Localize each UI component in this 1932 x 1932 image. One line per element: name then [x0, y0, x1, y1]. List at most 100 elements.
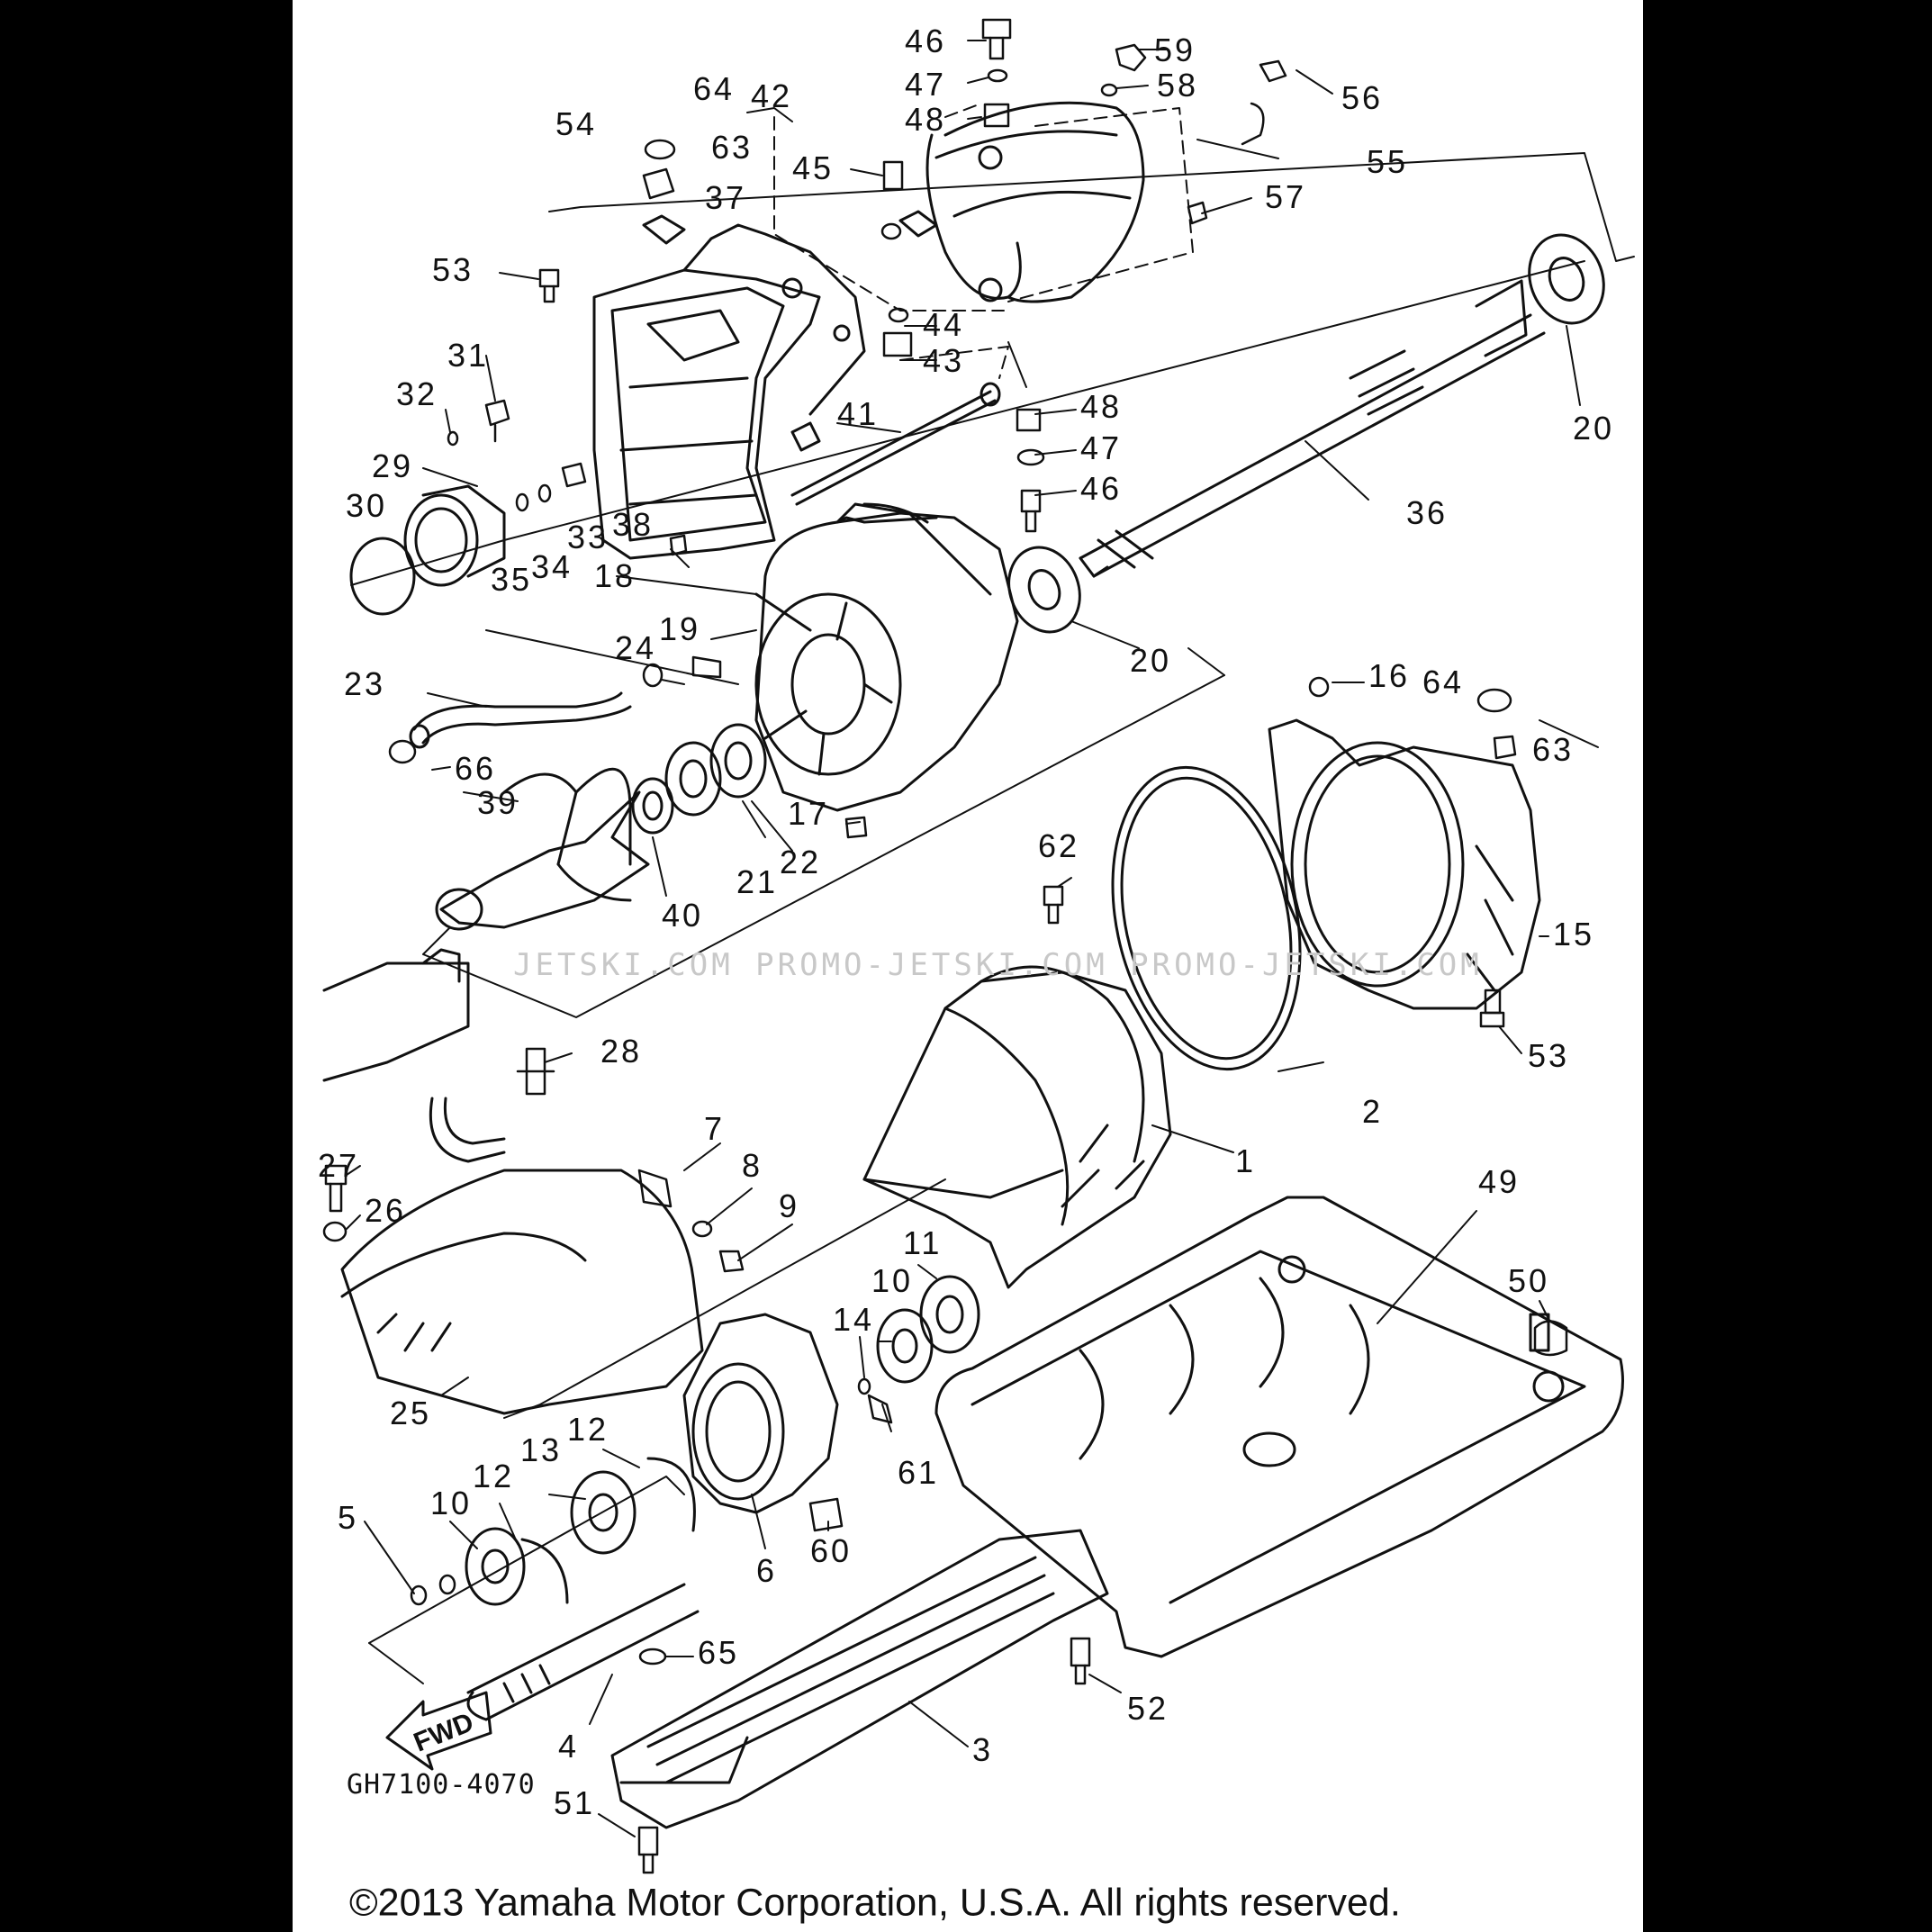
- lower-cover: [340, 1169, 704, 1415]
- callout-label: 27: [318, 1147, 360, 1184]
- callout-label: 10: [871, 1262, 914, 1299]
- callout-label: 34: [531, 548, 573, 585]
- callout-label: 7: [704, 1110, 726, 1147]
- callout-label: 49: [1478, 1163, 1521, 1200]
- callout-label: 8: [742, 1147, 763, 1184]
- callout-label: 16: [1368, 657, 1411, 694]
- inspection-cover: [349, 484, 506, 616]
- callout-label: 32: [396, 375, 438, 412]
- steering-nozzle: [898, 101, 1145, 303]
- callout-label: 51: [554, 1784, 596, 1821]
- callout-label: 35: [491, 561, 533, 598]
- impeller: [435, 767, 650, 931]
- callout-label: 63: [1532, 731, 1575, 768]
- intermediate-shaft: [466, 1583, 700, 1721]
- intake-duct: [1268, 718, 1541, 1010]
- fasteners: [322, 18, 1568, 1874]
- callout-label: 20: [1573, 410, 1615, 447]
- callout-label: 18: [594, 557, 636, 594]
- callout-label: 53: [432, 251, 474, 288]
- callout-label: 24: [615, 629, 657, 666]
- callout-label: 65: [698, 1634, 740, 1671]
- callout-label: 44: [923, 306, 965, 343]
- bearing-13: [570, 1470, 636, 1555]
- callout-label: 48: [905, 101, 947, 138]
- callout-label: 62: [1038, 827, 1080, 864]
- bearing-10-left: [465, 1527, 526, 1606]
- callout-label: 60: [810, 1532, 853, 1569]
- callout-label: 2: [1362, 1093, 1384, 1130]
- callout-label: 47: [1080, 429, 1123, 466]
- callout-label: 63: [711, 129, 754, 166]
- tie-rod: [790, 382, 1001, 506]
- callout-label: 40: [662, 897, 704, 934]
- callout-label: 57: [1265, 178, 1307, 215]
- impeller-housing: [754, 502, 1019, 812]
- callout-label: 21: [736, 863, 779, 900]
- callout-label: 54: [555, 105, 598, 142]
- callout-label: 64: [1422, 664, 1465, 700]
- callout-label: 17: [788, 795, 830, 832]
- callout-label: 38: [612, 506, 655, 543]
- callout-label: 6: [756, 1552, 778, 1589]
- callout-label: 37: [705, 179, 747, 216]
- callout-label: 15: [1553, 916, 1595, 952]
- callout-label: 29: [372, 447, 414, 484]
- callout-label: 58: [1157, 67, 1199, 104]
- intake-adaptor: [862, 965, 1172, 1289]
- callout-label: 23: [344, 665, 386, 702]
- callout-label: 26: [365, 1192, 407, 1229]
- callout-label: 20: [1130, 642, 1172, 679]
- callout-label: 31: [447, 337, 490, 374]
- callout-label: 5: [338, 1499, 359, 1536]
- callout-label: 46: [905, 23, 947, 59]
- callout-label: 4: [558, 1728, 580, 1765]
- callout-label: 50: [1508, 1262, 1550, 1299]
- bearing-11: [919, 1275, 980, 1354]
- bearing-20-upper: [1528, 233, 1605, 325]
- callout-label: 33: [567, 519, 609, 555]
- nozzle-housing: [592, 214, 866, 560]
- callout-label: 12: [473, 1458, 515, 1494]
- callout-label: 56: [1341, 79, 1384, 116]
- callout-label: 52: [1127, 1690, 1169, 1727]
- callout-label: 28: [600, 1033, 643, 1070]
- diagram-paper: [293, 0, 1643, 1932]
- leader-lines: [346, 40, 1599, 1837]
- callout-label: 1: [1235, 1142, 1257, 1179]
- callout-label: 14: [833, 1301, 875, 1338]
- drive-shaft: [1079, 279, 1546, 578]
- callout-label: 36: [1406, 494, 1449, 531]
- callout-label: 39: [477, 784, 519, 821]
- ride-plate: [610, 1529, 1109, 1829]
- callout-label: 66: [455, 750, 497, 787]
- lower-group-outline: [368, 1178, 946, 1684]
- callout-label: 61: [898, 1454, 940, 1491]
- copyright-notice: ©2013 Yamaha Motor Corporation, U.S.A. A…: [349, 1881, 1401, 1925]
- callout-label: 25: [390, 1395, 432, 1431]
- part-code: GH7100-4070: [347, 1769, 536, 1801]
- ring-2: [1111, 765, 1302, 1071]
- bottom-plate: [934, 1196, 1624, 1658]
- callout-label: 13: [520, 1431, 563, 1468]
- callout-label: 48: [1080, 388, 1123, 425]
- callout-label: 10: [430, 1485, 473, 1521]
- callout-label: 46: [1080, 470, 1123, 507]
- callout-label: 3: [972, 1731, 994, 1768]
- callout-label: 41: [837, 395, 880, 432]
- snap-ring-12-right: [646, 1457, 696, 1532]
- callout-label: 59: [1154, 32, 1196, 68]
- fwd-arrow: [385, 1691, 492, 1771]
- bearing-10-right: [876, 1308, 934, 1384]
- hull-fragment: [322, 948, 506, 1163]
- callout-label: 9: [779, 1187, 800, 1224]
- seal-ring-40: [631, 777, 674, 835]
- callout-label: 30: [346, 487, 388, 524]
- callout-label: 53: [1528, 1037, 1570, 1074]
- hose-23: [409, 691, 632, 749]
- callout-label: 42: [751, 77, 793, 114]
- bearing-21: [664, 741, 722, 817]
- bearing-20-lower: [1007, 546, 1081, 634]
